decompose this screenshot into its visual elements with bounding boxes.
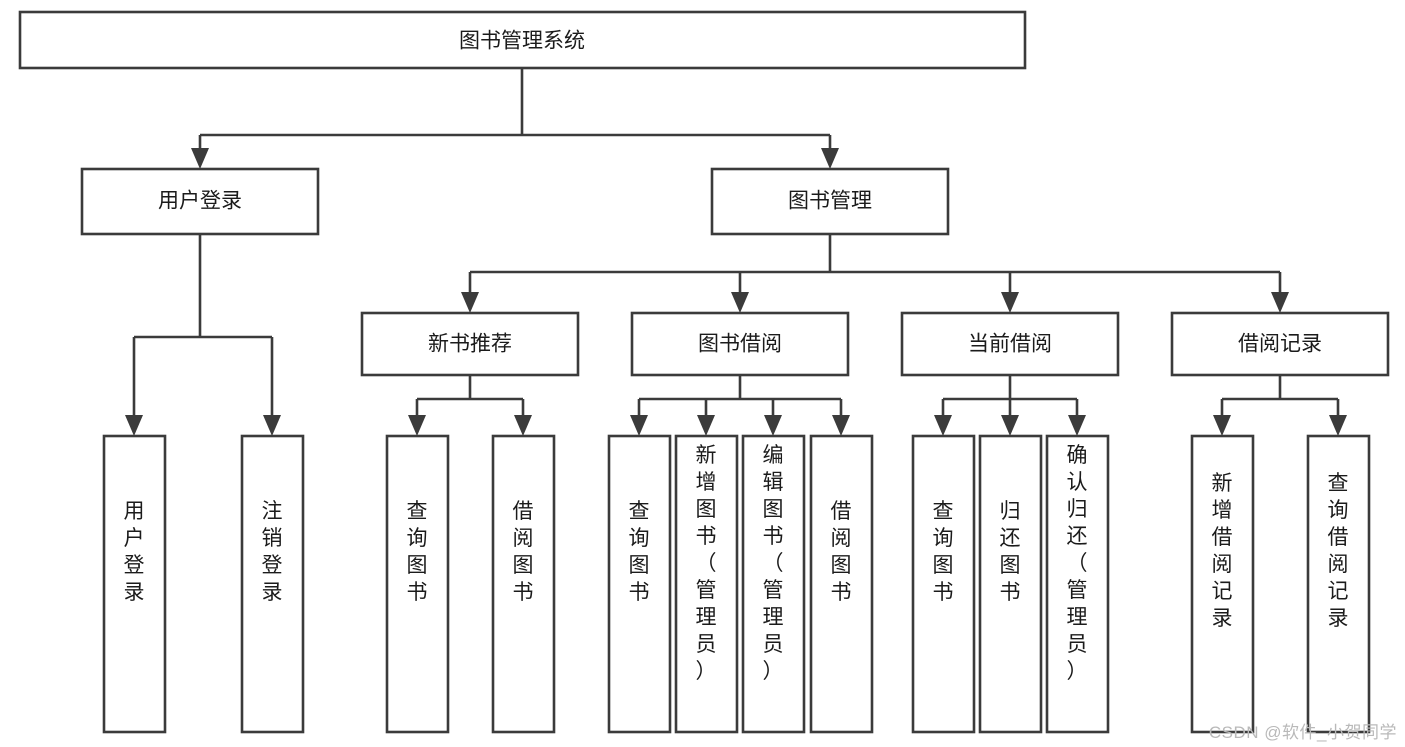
node-leaf-add-book[interactable]: 新增图书（管理员）	[674, 434, 739, 734]
node-leaf-query-book-1-label: 查询图书	[407, 500, 428, 604]
node-leaf-query-book-2-label: 查询图书	[629, 500, 650, 604]
arrow-head-leaf-add-record	[1213, 415, 1231, 436]
arrow-head-leaf-query-book-1	[408, 415, 426, 436]
node-leaf-query-record-label: 查询借阅记录	[1328, 472, 1349, 630]
node-leaf-add-record-label: 新增借阅记录	[1212, 472, 1233, 630]
node-leaf-add-record-box[interactable]	[1190, 434, 1255, 734]
arrow-head-leaf-edit-book	[764, 415, 782, 436]
node-leaf-query-record-box[interactable]	[1306, 434, 1371, 734]
connector-group-book-management	[461, 234, 1289, 313]
arrow-head-user-login	[191, 148, 209, 169]
node-current-borrow-box[interactable]	[900, 311, 1120, 377]
node-current-borrow[interactable]: 当前借阅	[900, 311, 1120, 377]
arrow-head-leaf-logout	[263, 415, 281, 436]
node-leaf-query-record[interactable]: 查询借阅记录	[1306, 434, 1371, 734]
node-new-book-recommend-box[interactable]	[360, 311, 580, 377]
node-book-borrow-box[interactable]	[630, 311, 850, 377]
node-new-book-recommend-label: 新书推荐	[428, 333, 512, 356]
arrow-head-leaf-query-book-2	[630, 415, 648, 436]
node-leaf-borrow-book-1-label: 借阅图书	[513, 500, 534, 604]
node-leaf-borrow-book-1-box[interactable]	[491, 434, 556, 734]
node-borrow-record[interactable]: 借阅记录	[1170, 311, 1390, 377]
node-root-box[interactable]	[18, 10, 1027, 70]
node-leaf-confirm-return-box[interactable]	[1045, 434, 1110, 734]
node-leaf-query-book-3-label: 查询图书	[933, 500, 954, 604]
node-borrow-record-label: 借阅记录	[1238, 333, 1322, 356]
arrow-head-borrow-record	[1271, 292, 1289, 313]
node-leaf-query-book-1-box[interactable]	[385, 434, 450, 734]
node-leaf-confirm-return[interactable]: 确认归还（管理员）	[1045, 434, 1110, 734]
connector-group-root	[191, 68, 839, 169]
node-leaf-add-book-box[interactable]	[674, 434, 739, 734]
arrow-head-book-management	[821, 148, 839, 169]
node-user-login[interactable]: 用户登录	[80, 167, 320, 236]
node-leaf-edit-book-box[interactable]	[741, 434, 806, 734]
node-leaf-query-book-2-box[interactable]	[607, 434, 672, 734]
node-leaf-borrow-book-1[interactable]: 借阅图书	[491, 434, 556, 734]
node-book-management[interactable]: 图书管理	[710, 167, 950, 236]
arrow-head-leaf-add-book	[697, 415, 715, 436]
node-leaf-borrow-book-2-box[interactable]	[809, 434, 874, 734]
arrow-head-current-borrow	[1001, 292, 1019, 313]
node-leaf-confirm-return-label: 确认归还（管理员）	[1067, 444, 1088, 683]
node-book-borrow-label: 图书借阅	[698, 333, 782, 356]
node-root[interactable]: 图书管理系统	[18, 10, 1027, 70]
node-leaf-query-book-3-box[interactable]	[911, 434, 976, 734]
node-leaf-logout[interactable]: 注销登录	[240, 434, 305, 734]
node-book-management-box[interactable]	[710, 167, 950, 236]
node-leaf-user-login[interactable]: 用户登录	[102, 434, 167, 734]
arrow-head-leaf-query-book-3	[934, 415, 952, 436]
node-leaf-query-book-1[interactable]: 查询图书	[385, 434, 450, 734]
node-leaf-user-login-label: 用户登录	[124, 500, 145, 604]
arrow-head-leaf-borrow-book-1	[514, 415, 532, 436]
node-leaf-logout-label: 注销登录	[262, 500, 283, 604]
connector-group-new-book-recommend	[408, 375, 532, 436]
node-leaf-query-book-3[interactable]: 查询图书	[911, 434, 976, 734]
connector-group-current-borrow	[934, 375, 1086, 436]
connector-group-user-login	[125, 234, 281, 436]
node-book-borrow[interactable]: 图书借阅	[630, 311, 850, 377]
node-new-book-recommend[interactable]: 新书推荐	[360, 311, 580, 377]
node-leaf-return-book-box[interactable]	[978, 434, 1043, 734]
node-user-login-label: 用户登录	[158, 190, 242, 213]
node-leaf-borrow-book-2-label: 借阅图书	[831, 500, 852, 604]
connector-group-borrow-record	[1213, 375, 1347, 436]
node-leaf-return-book-label: 归还图书	[1000, 500, 1021, 604]
node-root-label: 图书管理系统	[459, 30, 585, 53]
node-leaf-edit-book-label: 编辑图书（管理员）	[763, 444, 784, 683]
arrow-head-leaf-query-record	[1329, 415, 1347, 436]
node-leaf-add-record[interactable]: 新增借阅记录	[1190, 434, 1255, 734]
node-leaf-borrow-book-2[interactable]: 借阅图书	[809, 434, 874, 734]
node-current-borrow-label: 当前借阅	[968, 333, 1052, 356]
arrow-head-book-borrow	[731, 292, 749, 313]
arrow-head-new-book-recommend	[461, 292, 479, 313]
arrow-head-leaf-confirm-return	[1068, 415, 1086, 436]
node-borrow-record-box[interactable]	[1170, 311, 1390, 377]
node-leaf-edit-book[interactable]: 编辑图书（管理员）	[741, 434, 806, 734]
node-leaf-logout-box[interactable]	[240, 434, 305, 734]
node-leaf-add-book-label: 新增图书（管理员）	[696, 444, 717, 683]
node-user-login-box[interactable]	[80, 167, 320, 236]
node-leaf-user-login-box[interactable]	[102, 434, 167, 734]
node-leaf-return-book[interactable]: 归还图书	[978, 434, 1043, 734]
node-book-management-label: 图书管理	[788, 190, 872, 213]
node-leaf-query-book-2[interactable]: 查询图书	[607, 434, 672, 734]
arrow-head-leaf-user-login	[125, 415, 143, 436]
arrow-head-leaf-borrow-book-2	[832, 415, 850, 436]
arrow-head-leaf-return-book	[1001, 415, 1019, 436]
connector-group-book-borrow	[630, 375, 850, 436]
csdn-watermark: CSDN @软件_小贺同学	[1208, 723, 1397, 742]
